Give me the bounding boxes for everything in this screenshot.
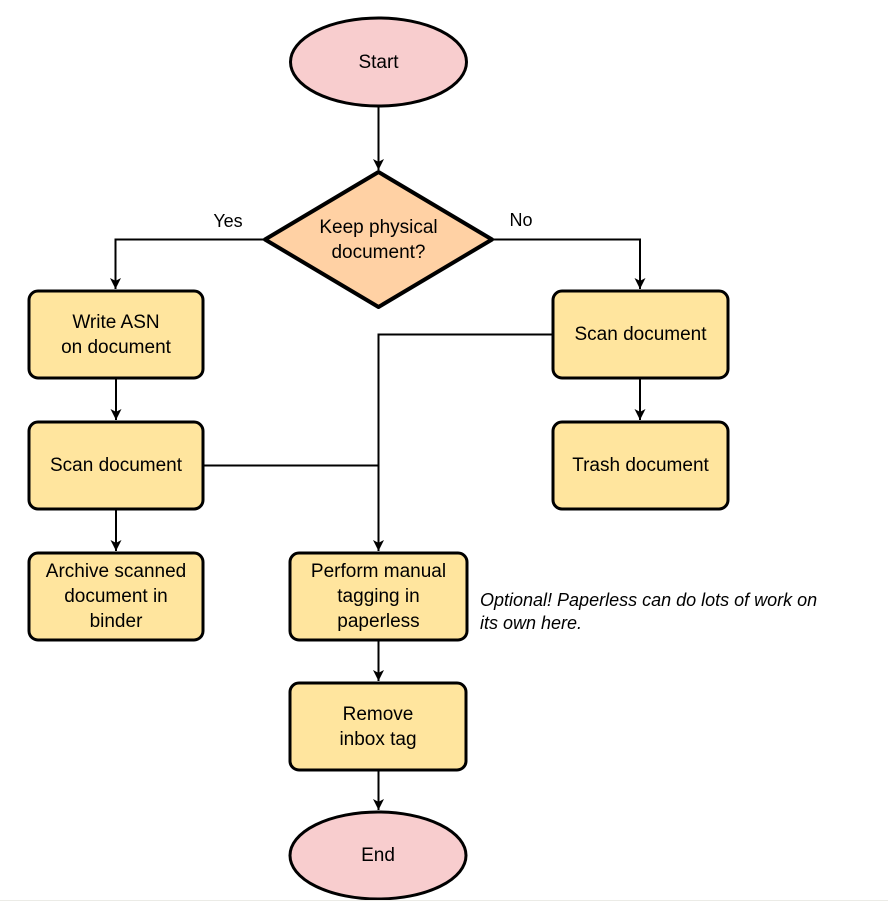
start-terminal-shape [289,16,468,108]
optional-annotation: Optional! Paperless can do lots of work … [480,590,818,633]
trash-process-shape [551,420,730,511]
connector-layer [110,106,646,810]
page-bottom-divider [0,900,888,901]
decision-diamond-shape [263,170,494,309]
edge-scanright-to-tagging [373,333,553,551]
scan-left-process-shape [27,420,205,511]
tagging-process-shape [288,551,469,642]
end-terminal-shape [288,810,468,901]
remove-tag-process-shape [288,681,468,772]
archive-process-shape [27,551,205,642]
edge-decision-yes [110,238,265,289]
edge-decision-no [492,238,646,289]
scan-right-process-shape [551,289,730,380]
write-asn-process-shape [27,289,205,380]
